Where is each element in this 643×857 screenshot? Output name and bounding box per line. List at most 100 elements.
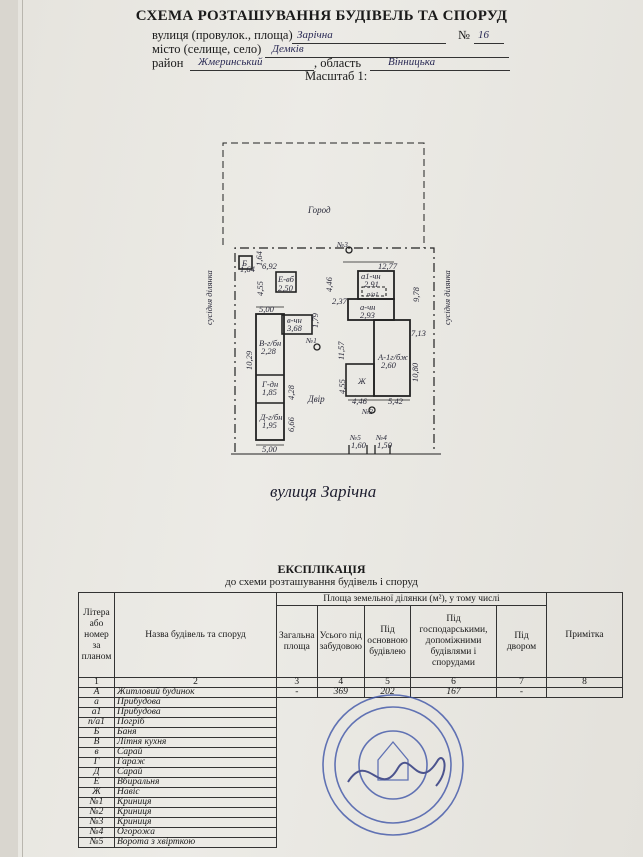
row-lit: Е: [78, 777, 115, 788]
dim-542: 5,42: [388, 396, 404, 406]
neighbor-right-label: сусідня ділянка: [442, 270, 452, 325]
row-name: Гараж: [114, 757, 277, 768]
dim-1029: 10,29: [244, 350, 254, 370]
num-cell: 6: [409, 677, 497, 688]
a1-label: а1-чн: [361, 271, 381, 281]
table-row: А Житловий будинок - 369 202 167 -: [78, 687, 623, 698]
row-name: Ворота з хвірткою: [114, 837, 277, 848]
row-lit: а: [78, 697, 115, 708]
dim-b-height: 1,64: [254, 250, 264, 266]
dim-500a: 5,00: [259, 304, 275, 314]
num-cell: 2: [114, 677, 277, 688]
row-yard: -: [495, 687, 547, 698]
cellar: [361, 286, 387, 297]
row-name: Сарай: [114, 747, 277, 758]
number-label: №: [458, 28, 470, 42]
row-lit: В: [78, 737, 115, 748]
row-name: Прибудова: [114, 707, 277, 718]
dim-1157: 11,57: [336, 341, 346, 360]
row-name: Криниця: [114, 797, 277, 808]
street-label: вулиця (провулок., площа): [152, 28, 293, 42]
building-e: [275, 271, 297, 293]
plot-boundary: [234, 247, 435, 452]
th-built: Усього під забудовою: [316, 605, 365, 678]
row-name: Криниця: [114, 817, 277, 828]
dim-978: 9,78: [411, 286, 421, 302]
num-cell: 5: [363, 677, 411, 688]
row-lit: в: [78, 747, 115, 758]
num-cell: 8: [545, 677, 623, 688]
building-v: [255, 313, 285, 441]
row-lit: Ж: [78, 787, 115, 798]
mark-n2: №2: [361, 407, 373, 416]
column-numbers-row: 1 2 3 4 5 6 7 8: [78, 677, 623, 688]
city-label: місто (селище, село): [152, 42, 262, 56]
v-small-label: в-чн: [287, 315, 302, 325]
row-lit: №1: [78, 797, 115, 808]
dim-713: 7,13: [411, 328, 426, 338]
d-value: 1,95: [262, 420, 277, 430]
dim-446b: 4,46: [352, 396, 368, 406]
dim-160: 1,60: [351, 440, 367, 450]
row-name: Навіс: [114, 787, 277, 798]
row-lit: Г: [78, 757, 115, 768]
dim-666: 6,66: [286, 416, 296, 432]
dim-455a: 4,55: [255, 281, 265, 296]
row-lit: №2: [78, 807, 115, 818]
num-cell: 1: [78, 677, 115, 688]
num-cell: 7: [495, 677, 547, 688]
e-label: Е-вб: [277, 274, 295, 284]
region-label: , область: [314, 56, 362, 70]
row-name: Баня: [114, 727, 277, 738]
row-name: Погріб: [114, 717, 277, 728]
dim-150: 1,50: [377, 440, 393, 450]
dim-446: 4,46: [324, 276, 334, 292]
well-3: [345, 246, 353, 254]
th-yard: Під двором: [495, 605, 547, 678]
margin-line: [22, 0, 23, 857]
row-name: Огорожа: [114, 827, 277, 838]
row-lit: №4: [78, 827, 115, 838]
th-note: Примітка: [545, 592, 623, 678]
mark-n3: №3: [336, 240, 348, 249]
num-cell: 3: [276, 677, 318, 688]
row-lit: а1: [78, 707, 115, 718]
b-label: Б: [241, 258, 247, 268]
th-main: Під основною будівлею: [363, 605, 411, 678]
building-b: [238, 255, 253, 270]
seal-stamp: [322, 694, 464, 836]
cellar-label: п/а1: [367, 291, 379, 298]
street-underline: [292, 43, 446, 44]
row-lit: №3: [78, 817, 115, 828]
city-underline: [265, 57, 509, 58]
number-underline: [474, 43, 504, 44]
row-lit: п/а1: [78, 717, 115, 728]
garden-label: Город: [307, 205, 331, 215]
dim-455b: 4,55: [337, 379, 347, 394]
th-name: Назва будівель та споруд: [114, 592, 277, 678]
v-label: В-г/бн: [259, 338, 281, 348]
explication-table: Літера або номер за планом Назва будівел…: [78, 592, 623, 848]
yard-label: Двір: [307, 394, 325, 404]
street-name: вулиця Зарічна: [270, 482, 377, 501]
row-lit: Б: [78, 727, 115, 738]
scale-label: Масштаб 1:: [305, 69, 368, 83]
document-title: СХЕМА РОЗТАШУВАННЯ БУДІВЕЛЬ ТА СПОРУД: [135, 8, 508, 24]
dim-692: 6,92: [262, 261, 278, 271]
a-label: А-1г/бж: [377, 352, 408, 362]
well-2: [368, 406, 376, 414]
row-name: Сарай: [114, 767, 277, 778]
row-total: -: [276, 687, 318, 698]
dim-b-width: 1,64: [240, 264, 256, 274]
row-name: Вбиральня: [114, 777, 277, 788]
dim-500b: 5,00: [262, 444, 278, 454]
row-lit: Д: [78, 767, 115, 778]
explication-title: ЕКСПЛІКАЦІЯ: [277, 562, 366, 576]
a-small-value: 2,93: [360, 310, 375, 320]
row-lit: А: [78, 687, 115, 698]
row-name: Житловий будинок: [114, 687, 277, 698]
num-cell: 4: [316, 677, 365, 688]
number-value: 16: [478, 29, 489, 41]
neighbor-left-label: сусідня ділянка: [204, 270, 214, 325]
